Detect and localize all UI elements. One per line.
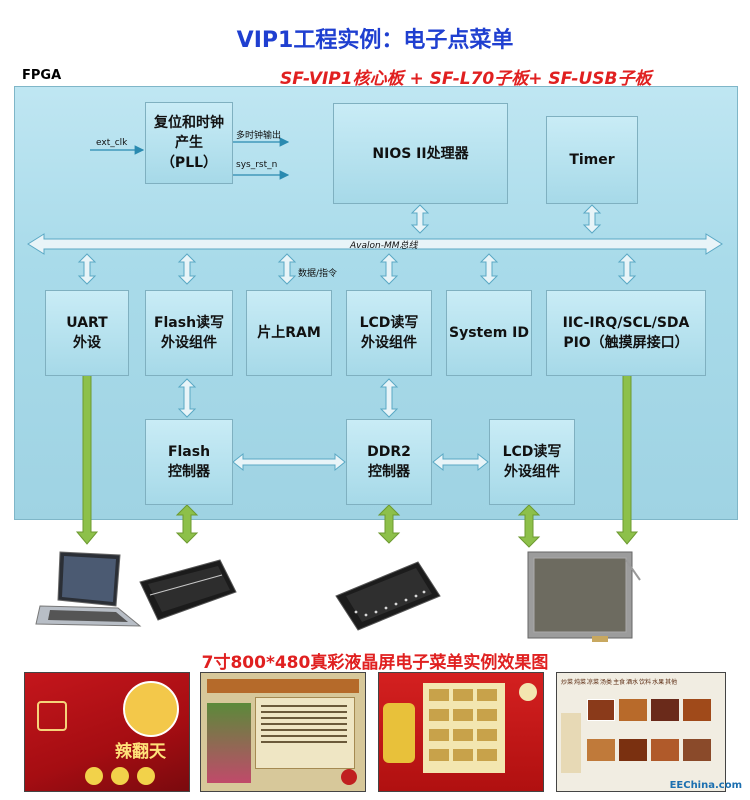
sysid-block: System ID bbox=[446, 290, 532, 376]
menu-screenshot-4: 炒菜 炖菜 凉菜 汤类 主食 酒水 饮料 水果 其他 bbox=[556, 672, 726, 792]
pll-line1: 复位和时钟 bbox=[154, 115, 224, 131]
flash-ctrl-line1: Flash bbox=[167, 444, 211, 460]
flash-ctrl-block: Flash 控制器 bbox=[145, 419, 233, 505]
flash-chip-icon bbox=[139, 559, 237, 621]
watermark: EEChina.com bbox=[669, 780, 742, 791]
board-subtitle: SF-VIP1核心板 + SF-L70子板+ SF-USB子板 bbox=[280, 69, 652, 89]
multi-clk-label: 多时钟输出 bbox=[236, 131, 282, 141]
nios-block: NIOS II处理器 bbox=[333, 103, 508, 204]
flash-bus-arrow bbox=[177, 253, 197, 285]
pll-line3: （PLL） bbox=[160, 155, 218, 171]
nios-label: NIOS II处理器 bbox=[372, 145, 469, 162]
pll-line2: 产生 bbox=[175, 135, 203, 151]
menu-screenshot-1: 辣翻天 bbox=[24, 672, 190, 792]
lcd-rw-block: LCD读写 外设组件 bbox=[346, 290, 432, 376]
ddr2-ctrl-line1: DDR2 bbox=[367, 444, 411, 460]
lcd-rw-line2: 外设组件 bbox=[361, 335, 417, 351]
timer-bus-arrow bbox=[582, 204, 602, 234]
laptop-icon bbox=[35, 551, 142, 627]
onchip-ram-block: 片上RAM bbox=[246, 290, 332, 376]
avalon-bus-arrow bbox=[27, 233, 723, 255]
avalon-label: Avalon-MM总线 bbox=[350, 241, 418, 251]
ddr2-chip-icon bbox=[335, 561, 441, 631]
uart-bus-arrow bbox=[77, 253, 97, 285]
flash-rw-block: Flash读写 外设组件 bbox=[145, 290, 233, 376]
lcd-rw-line1: LCD读写 bbox=[359, 315, 419, 331]
flashrw-ctrl-arrow bbox=[177, 378, 197, 418]
iic-line1: IIC-IRQ/SCL/SDA bbox=[562, 315, 690, 331]
ext-clk-label: ext_clk bbox=[96, 138, 128, 148]
ddr2-ctrl-block: DDR2 控制器 bbox=[346, 419, 432, 505]
lcd-rw2-line1: LCD读写 bbox=[502, 444, 562, 460]
iic-pio-block: IIC-IRQ/SCL/SDA PIO（触摸屏接口） bbox=[546, 290, 706, 376]
uart-laptop-link bbox=[75, 349, 99, 545]
ddr2-lcd-arrow bbox=[432, 452, 489, 472]
flash-ddr2-arrow bbox=[232, 452, 346, 472]
iic-line2: PIO（触摸屏接口） bbox=[563, 335, 689, 351]
lcd-panel-icon bbox=[527, 551, 641, 642]
data-cmd-label: 数据/指令 bbox=[298, 269, 338, 279]
timer-label: Timer bbox=[569, 152, 615, 168]
sys-rst-label: sys_rst_n bbox=[236, 160, 278, 170]
sysid-label: System ID bbox=[448, 325, 530, 341]
menu4-header: 炒菜 炖菜 凉菜 汤类 主食 酒水 饮料 水果 其他 bbox=[561, 679, 678, 686]
menu1-brand: 辣翻天 bbox=[115, 742, 166, 762]
lantern-icon bbox=[37, 701, 67, 731]
flash-chip-link bbox=[175, 504, 199, 544]
uart-line1: UART bbox=[66, 315, 108, 331]
menu-screenshot-3 bbox=[378, 672, 544, 792]
lcd-rw2-line2: 外设组件 bbox=[504, 464, 560, 480]
fpga-label: FPGA bbox=[22, 68, 62, 83]
mascot-icon bbox=[123, 681, 179, 737]
ddr2-ctrl-line2: 控制器 bbox=[368, 464, 410, 480]
flash-rw-line1: Flash读写 bbox=[153, 315, 225, 331]
uart-line2: 外设 bbox=[73, 335, 101, 351]
sysid-bus-arrow bbox=[479, 253, 499, 285]
timer-block: Timer bbox=[546, 116, 638, 204]
pll-block: 复位和时钟 产生 （PLL） bbox=[145, 102, 233, 184]
iic-panel-link bbox=[615, 359, 639, 545]
lcd-bus-arrow bbox=[379, 253, 399, 285]
flash-rw-line2: 外设组件 bbox=[161, 335, 217, 351]
onchip-ram-label: 片上RAM bbox=[257, 325, 321, 341]
nios-bus-arrow bbox=[410, 204, 430, 234]
menu-screenshot-2 bbox=[200, 672, 366, 792]
ddr2-chip-link bbox=[377, 504, 401, 544]
page-title: VIP1工程实例：电子点菜单 bbox=[236, 28, 514, 53]
photo-caption: 7寸800*480真彩液晶屏电子菜单实例效果图 bbox=[201, 653, 549, 673]
lcdrw-ddr2-arrow bbox=[379, 378, 399, 418]
lcd-rw2-block: LCD读写 外设组件 bbox=[489, 419, 575, 505]
ram-bus-arrow bbox=[277, 253, 297, 285]
lcd-panel-link bbox=[517, 504, 541, 548]
iic-bus-arrow bbox=[617, 253, 637, 285]
flash-ctrl-line2: 控制器 bbox=[168, 464, 210, 480]
uart-block: UART 外设 bbox=[45, 290, 129, 376]
